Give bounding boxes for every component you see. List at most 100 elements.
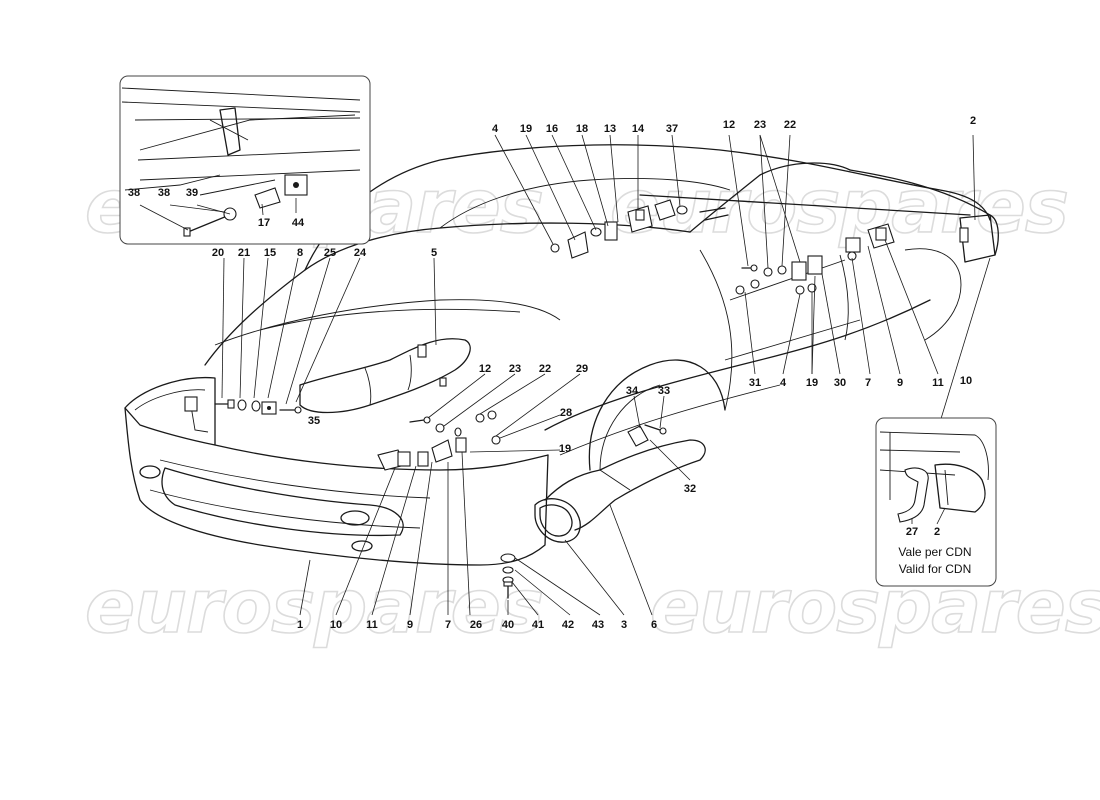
- washer-icon: [590, 227, 602, 237]
- callout-35: 35: [308, 415, 320, 427]
- callout-24: 24: [354, 247, 367, 259]
- mounting-block-icon: [284, 174, 308, 196]
- callout-20: 20: [212, 247, 224, 259]
- leader-lines: [221, 134, 991, 616]
- bracket-icon: [567, 231, 589, 259]
- air-duct-side: [534, 439, 706, 543]
- nut-icon: [491, 435, 501, 445]
- callout-19-rear: 19: [520, 123, 532, 135]
- callout-31: 31: [749, 377, 761, 389]
- callout-11-right: 11: [932, 377, 944, 389]
- screw-icon: [503, 581, 513, 599]
- callout-12-front: 12: [479, 363, 491, 375]
- inset-detail-cdn: 27 2 Vale per CDN Valid for CDN: [875, 417, 997, 587]
- washer-icon: [435, 423, 445, 433]
- washer-icon: [750, 279, 760, 289]
- bracket-icon: [654, 199, 676, 221]
- callout-5: 5: [431, 247, 437, 259]
- bracket-icon: [431, 439, 453, 463]
- callout-33: 33: [658, 385, 670, 397]
- inset-callout-39: 39: [186, 187, 198, 199]
- callout-40: 40: [502, 619, 514, 631]
- inset-callout-38a: 38: [128, 187, 140, 199]
- callout-18: 18: [576, 123, 588, 135]
- bracket-icon: [845, 237, 861, 253]
- callout-8: 8: [297, 247, 303, 259]
- callout-26: 26: [470, 619, 482, 631]
- hardware-front-left: [214, 399, 302, 415]
- callout-11-front: 11: [366, 619, 378, 631]
- inset-callout-38b: 38: [158, 187, 170, 199]
- callout-14: 14: [632, 123, 645, 135]
- bracket-icon: [897, 467, 929, 523]
- callout-13: 13: [604, 123, 616, 135]
- callout-6: 6: [651, 619, 657, 631]
- inset-detail-top-left: 38 38 39 17 44: [119, 75, 371, 245]
- screw-icon: [279, 406, 302, 414]
- car-body: [204, 144, 996, 471]
- callout-16: 16: [546, 123, 558, 135]
- washer-icon: [502, 566, 514, 574]
- nut-icon: [735, 285, 745, 295]
- callout-41: 41: [532, 619, 544, 631]
- nut-icon: [763, 267, 773, 277]
- callout-19-front: 19: [559, 443, 571, 455]
- mounting-block-icon: [627, 205, 653, 233]
- bracket-icon: [604, 221, 618, 241]
- callout-30: 30: [834, 377, 846, 389]
- callout-43: 43: [592, 619, 604, 631]
- inset-frame: [119, 75, 371, 245]
- callout-2-rear: 2: [970, 115, 976, 127]
- callout-15: 15: [264, 247, 276, 259]
- hardware-rear: [550, 199, 999, 295]
- bracket-icon: [627, 425, 649, 447]
- callout-4-right: 4: [780, 377, 787, 389]
- inset-callout-27: 27: [906, 526, 918, 538]
- screw-icon: [741, 264, 758, 272]
- callout-1: 1: [297, 619, 303, 631]
- bracket-icon: [254, 187, 281, 209]
- bracket-icon: [791, 261, 807, 281]
- callout-32: 32: [684, 483, 696, 495]
- callout-9-front: 9: [407, 619, 413, 631]
- bracket-icon: [417, 451, 429, 467]
- callout-12-rear: 12: [723, 119, 735, 131]
- inset-note-italian: Vale per CDN: [898, 545, 971, 559]
- callout-34: 34: [626, 385, 639, 397]
- callout-7-right-visible: 7: [865, 377, 871, 389]
- washer-icon: [676, 205, 688, 215]
- callout-29: 29: [576, 363, 588, 375]
- washer-icon: [777, 265, 787, 275]
- screw-icon: [214, 399, 235, 409]
- inset-callout-2: 2: [934, 526, 940, 538]
- screw-icon: [699, 207, 729, 221]
- inset-callout-44: 44: [292, 217, 305, 229]
- screw-icon: [409, 416, 431, 424]
- nut-icon: [475, 413, 485, 423]
- callout-21: 21: [238, 247, 250, 259]
- callout-10-right: 10: [960, 375, 972, 387]
- watermark-bottom-left: eurospares: [85, 564, 543, 650]
- callout-23-rear: 23: [754, 119, 766, 131]
- callout-25: 25: [324, 247, 336, 259]
- callout-28: 28: [560, 407, 572, 419]
- callout-labels: 20 21 15 8 25 24 5 12 23 22 29 35 28 19 …: [212, 115, 976, 631]
- inset-callout-17: 17: [258, 217, 270, 229]
- callout-22-front: 22: [539, 363, 551, 375]
- screw-icon: [644, 424, 667, 435]
- nut-icon: [454, 427, 462, 437]
- callout-4-rear: 4: [492, 123, 499, 135]
- mounting-block-icon: [867, 223, 895, 249]
- inset-cdn-frame: [875, 417, 997, 587]
- bracket-icon: [261, 401, 277, 415]
- callout-37: 37: [666, 123, 678, 135]
- callout-7-front: 7: [445, 619, 451, 631]
- air-duct-hood: [299, 338, 471, 414]
- callout-3: 3: [621, 619, 627, 631]
- callout-19-right: 19: [806, 377, 818, 389]
- hardware-wheel: [627, 424, 667, 447]
- hardware-front-center: [377, 410, 501, 471]
- nut-icon: [251, 400, 261, 412]
- callout-42: 42: [562, 619, 574, 631]
